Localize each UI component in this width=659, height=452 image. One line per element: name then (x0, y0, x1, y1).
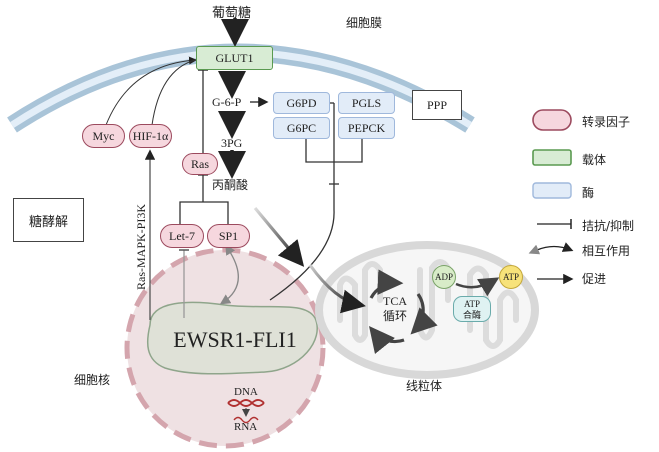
ras-node[interactable]: Ras (182, 153, 218, 175)
3pg-label: 3PG (221, 136, 243, 150)
tca-cycle-label: TCA 循环 (376, 294, 414, 324)
glycolysis-box[interactable]: 糖酵解 (13, 198, 84, 242)
pyruvate-label: 丙酮酸 (212, 178, 249, 192)
pathway-label: Ras-MAPK-PI3K (134, 203, 148, 290)
atp-synthase-line1: ATP (463, 299, 480, 309)
sp1-node[interactable]: SP1 (207, 224, 250, 248)
dna-label: DNA (234, 386, 258, 398)
dna-helix-icon (227, 399, 265, 424)
legend-interact: 相互作用 (582, 244, 631, 258)
ras-branch-lines (179, 174, 229, 224)
cell-membrane-label: 细胞膜 (346, 16, 383, 30)
adp-to-atp-arrow (455, 277, 500, 297)
mitochondria-label: 线粒体 (406, 379, 443, 393)
mitochondrion (315, 241, 539, 379)
legend-promote: 促进 (582, 272, 607, 286)
legend-transcription-factor: 转录因子 (582, 115, 631, 129)
ewsr1-fli1-node[interactable]: EWSR1-FLI1 (173, 327, 297, 352)
enzyme-bracket (269, 102, 363, 301)
tca-cycle-arrows (369, 269, 438, 354)
legend-carrier: 载体 (582, 153, 607, 167)
tca-label-line2: 循环 (382, 309, 407, 323)
let7-node[interactable]: Let-7 (160, 224, 204, 248)
hif1a-node[interactable]: HIF-1α (129, 124, 172, 148)
g6pd-node[interactable]: G6PD (273, 92, 330, 114)
pepck-node[interactable]: PEPCK (338, 117, 395, 139)
g6pc-node[interactable]: G6PC (273, 117, 330, 139)
myc-node[interactable]: Myc (82, 124, 125, 148)
atp-synthase-line2: 合酶 (462, 311, 481, 321)
glut1-node[interactable]: GLUT1 (196, 46, 273, 70)
atp-node[interactable]: ATP (499, 265, 523, 289)
legend-graphics (528, 109, 574, 285)
adp-node[interactable]: ADP (432, 265, 456, 289)
pgls-node[interactable]: PGLS (338, 92, 395, 114)
atp-synthase-node[interactable]: ATP 合酶 (453, 296, 491, 322)
rna-label: RNA (234, 421, 258, 433)
nucleus-to-tca-arrow (308, 264, 366, 314)
legend-enzyme: 酶 (582, 186, 595, 200)
hif1a-to-glut1-arrow (151, 59, 196, 126)
ewsr1-sp1-interaction (219, 244, 239, 305)
tca-label-line1: TCA (383, 294, 407, 308)
pyruvate-to-mito-arrow (253, 206, 305, 267)
nucleus-label: 细胞核 (74, 373, 111, 387)
glucose-label: 葡萄糖 (212, 6, 252, 21)
myc-to-glut1-arrow (105, 56, 197, 126)
legend-inhibit: 拮抗/抑制 (582, 219, 635, 233)
g6p-label: G-6-P (212, 95, 242, 109)
ewsr1-fli1-blob (146, 301, 318, 375)
ppp-box[interactable]: PPP (412, 90, 462, 120)
